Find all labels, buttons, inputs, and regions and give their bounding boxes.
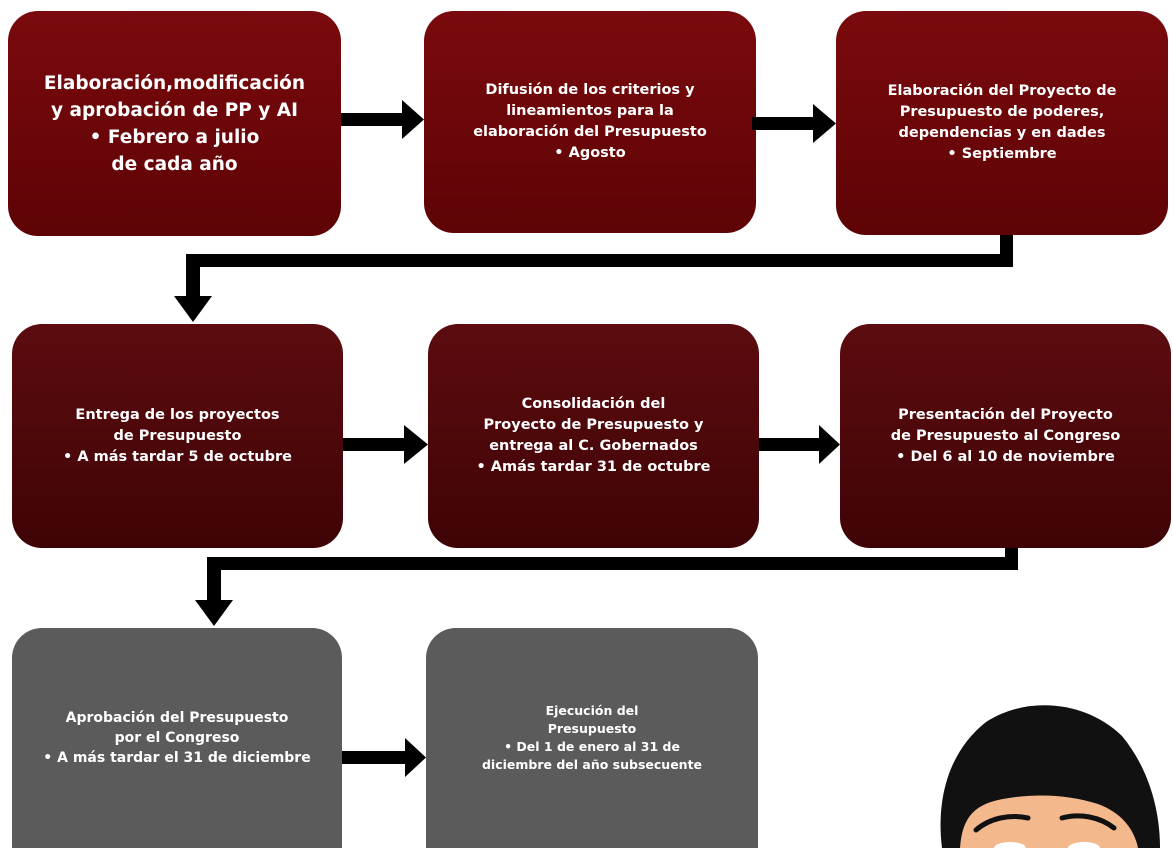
step-2-line-2: lineamientos para la xyxy=(506,103,674,119)
step-1-line-4: de cada año xyxy=(111,153,238,175)
step-8-line-1: Ejecución del xyxy=(545,703,639,718)
step-5-line-4: • Amás tardar 31 de octubre xyxy=(476,459,711,475)
arrow-step-4-to-5 xyxy=(343,425,428,464)
step-5-box: Consolidación del Proyecto de Presupuest… xyxy=(428,324,759,548)
step-7-line-1: Aprobación del Presupuesto xyxy=(65,710,289,726)
step-2-box: Difusión de los criterios y lineamientos… xyxy=(424,11,756,233)
step-7-line-2: por el Congreso xyxy=(114,730,240,746)
arrow-step-2-to-3 xyxy=(752,104,836,143)
step-2-line-4: • Agosto xyxy=(554,145,626,161)
step-3-line-1: Elaboración del Proyecto de xyxy=(887,83,1117,99)
step-1-box: Elaboración,modificación y aprobación de… xyxy=(8,11,341,236)
connector-step-6-to-7 xyxy=(195,548,1018,626)
step-8-line-2: Presupuesto xyxy=(547,721,637,736)
step-6-line-1: Presentación del Proyecto xyxy=(898,406,1113,423)
step-8-line-4: diciembre del año subsecuente xyxy=(481,757,703,772)
step-3-box: Elaboración del Proyecto de Presupuesto … xyxy=(836,11,1168,235)
step-5-line-3: entrega al C. Gobernados xyxy=(489,438,698,454)
step-7-box: Aprobación del Presupuesto por el Congre… xyxy=(12,628,342,848)
step-8-box: Ejecución del Presupuesto • Del 1 de ene… xyxy=(426,628,758,848)
step-3-line-3: dependencias y en dades xyxy=(898,125,1106,141)
step-6-box: Presentación del Proyecto de Presupuesto… xyxy=(840,324,1171,548)
step-1-line-3: • Febrero a julio xyxy=(89,126,260,148)
step-3-line-2: Presupuesto de poderes, xyxy=(899,104,1105,120)
arrow-step-1-to-2 xyxy=(341,100,424,139)
step-1-line-1: Elaboración,modificación xyxy=(43,72,306,94)
step-5-line-2: Proyecto de Presupuesto y xyxy=(483,417,704,433)
arrow-step-5-to-6 xyxy=(759,425,840,464)
step-2-line-1: Difusión de los criterios y xyxy=(485,82,695,98)
connector-step-3-to-4 xyxy=(174,235,1013,322)
step-4-line-3: • A más tardar 5 de octubre xyxy=(63,448,292,465)
step-1-line-2: y aprobación de PP y AI xyxy=(51,99,298,121)
step-4-box: Entrega de los proyectos de Presupuesto … xyxy=(12,324,343,548)
step-7-line-3: • A más tardar el 31 de diciembre xyxy=(43,750,311,766)
step-2-line-3: elaboración del Presupuesto xyxy=(473,124,707,140)
step-6-line-3: • Del 6 al 10 de noviembre xyxy=(896,448,1115,465)
arrow-step-7-to-8 xyxy=(342,738,426,777)
step-5-line-1: Consolidación del xyxy=(521,396,666,412)
step-4-line-1: Entrega de los proyectos xyxy=(75,406,280,423)
step-4-line-2: de Presupuesto xyxy=(113,427,242,444)
step-3-line-4: • Septiembre xyxy=(947,146,1057,162)
step-8-line-3: • Del 1 de enero al 31 de xyxy=(504,739,680,754)
step-6-line-2: de Presupuesto al Congreso xyxy=(890,427,1121,444)
